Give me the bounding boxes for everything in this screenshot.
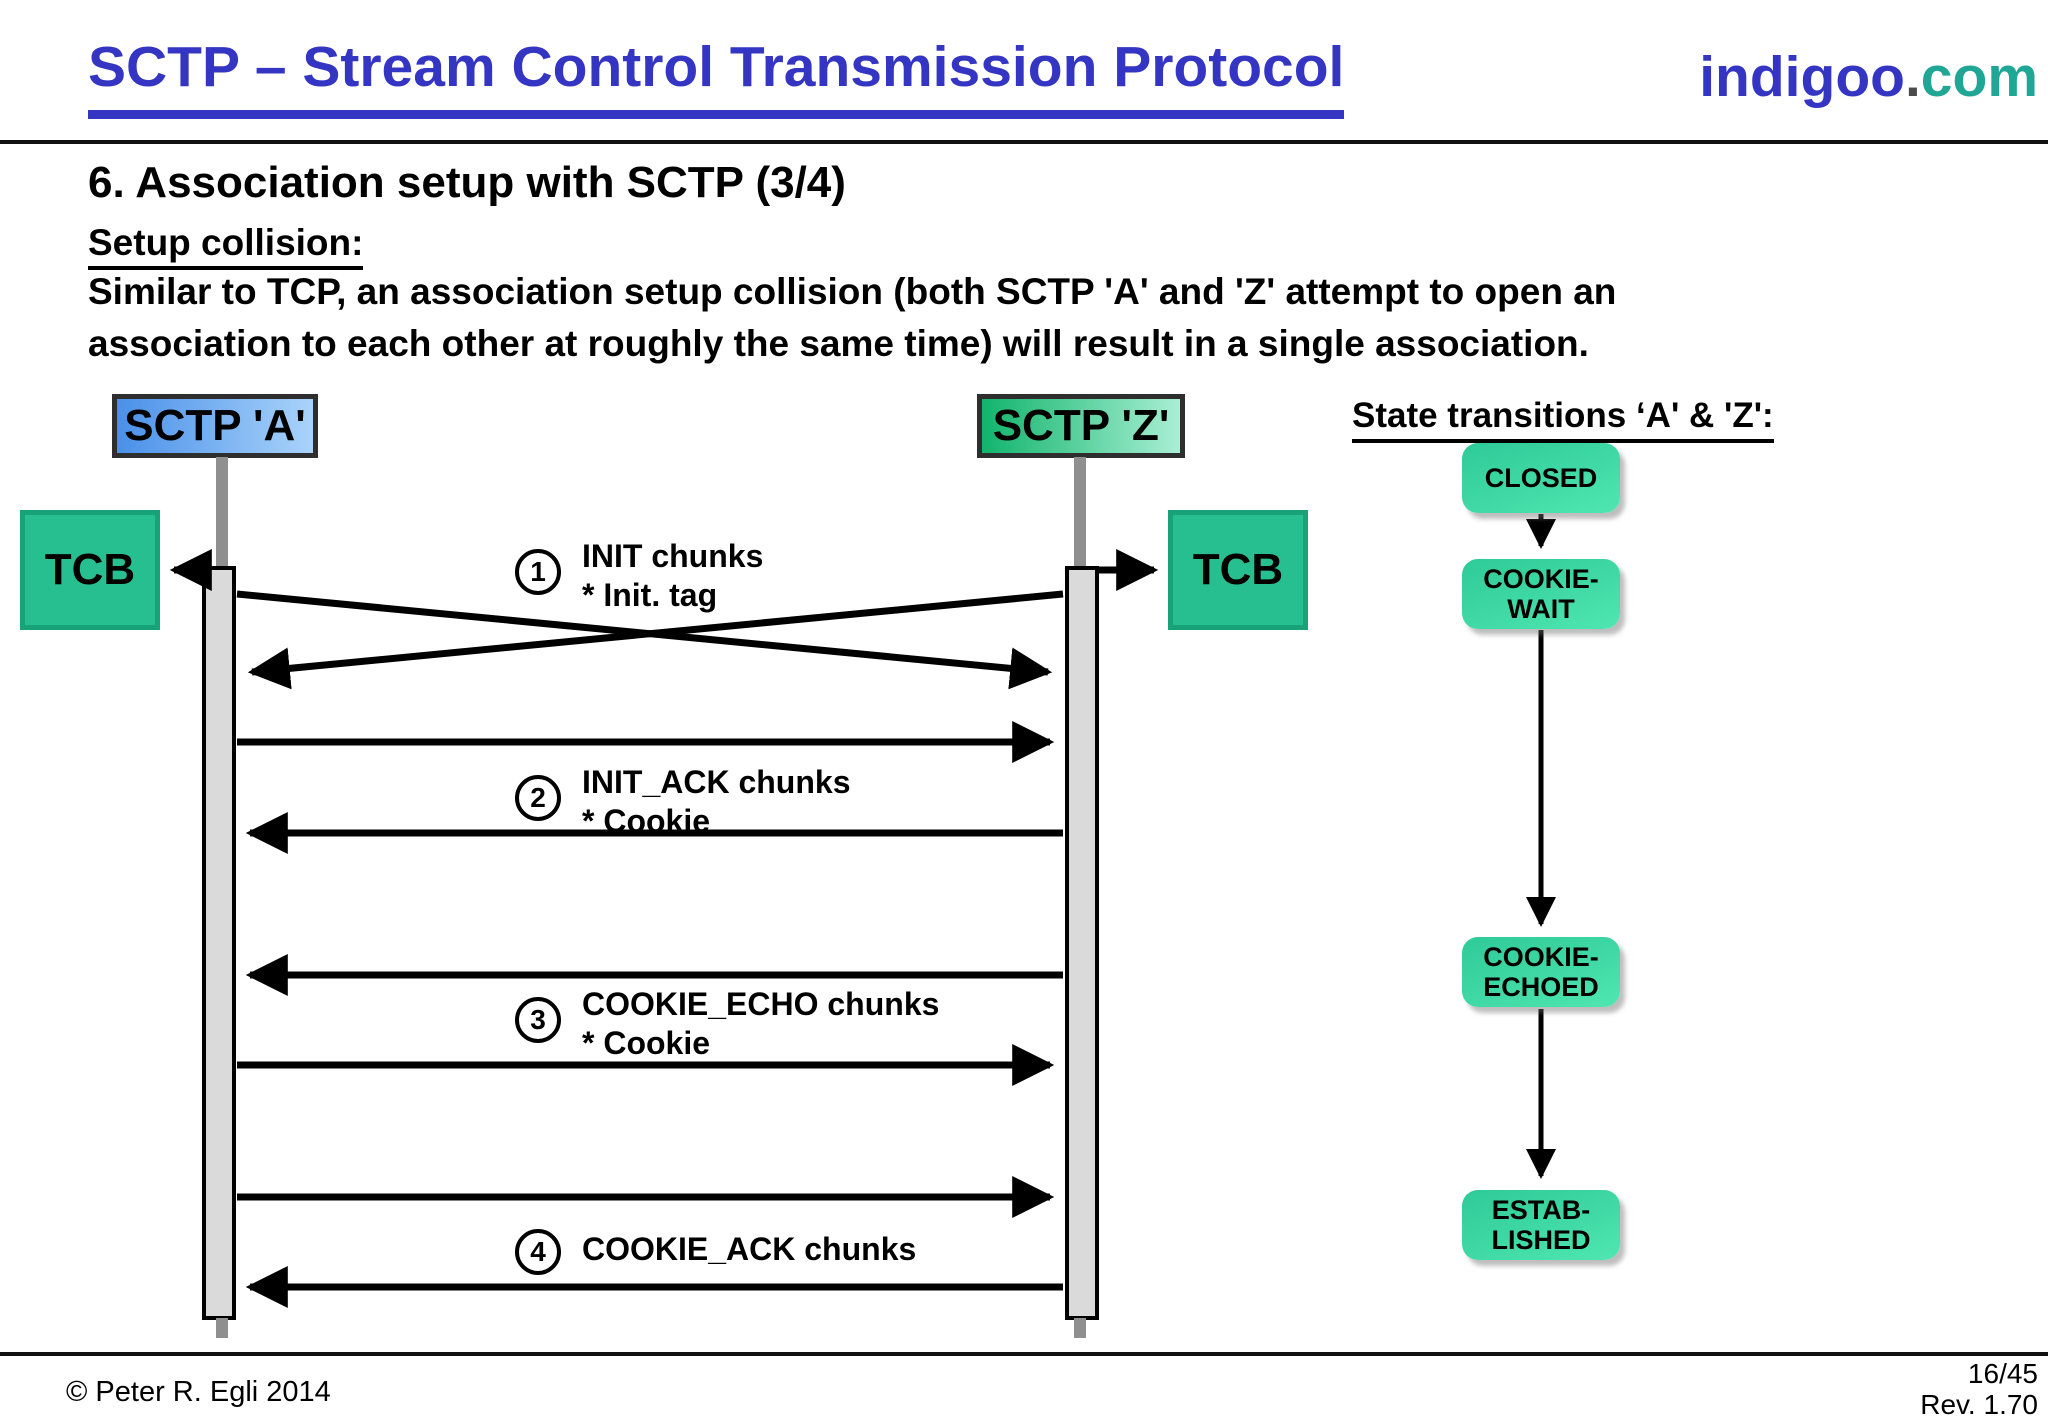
- lifeline-a: [216, 457, 228, 570]
- lifeline-a-stub: [216, 1318, 228, 1338]
- slide-subheading: Setup collision:: [88, 222, 364, 270]
- endpoint-z-box: SCTP 'Z': [977, 394, 1185, 458]
- lifeline-z: [1074, 457, 1086, 570]
- body-text: Similar to TCP, an association setup col…: [88, 266, 1616, 370]
- slide-heading: 6. Association setup with SCTP (3/4): [88, 158, 846, 207]
- brand-logo: indigoo.com: [1699, 44, 2038, 110]
- activation-bar-a: [202, 566, 236, 1320]
- state-transitions-heading: State transitions ‘A' & 'Z':: [1352, 396, 1774, 443]
- body-line-1: Similar to TCP, an association setup col…: [88, 271, 1617, 312]
- lifeline-z-stub: [1074, 1318, 1086, 1338]
- message-2-label: INIT_ACK chunks * Cookie: [582, 764, 851, 839]
- footer-page-number: 16/45: [1967, 1358, 2038, 1389]
- message-1-number: 1: [515, 549, 561, 595]
- body-line-2: association to each other at roughly the…: [88, 323, 1589, 364]
- footer-page-info: 16/45 Rev. 1.70: [1920, 1358, 2038, 1418]
- state-box-cookie-wait: COOKIE- WAIT: [1462, 559, 1620, 629]
- page-title: SCTP – Stream Control Transmission Proto…: [88, 34, 1345, 119]
- tcb-a-box: TCB: [20, 510, 160, 630]
- state-box-established: ESTAB- LISHED: [1462, 1190, 1620, 1260]
- endpoint-a-box: SCTP 'A': [112, 394, 318, 458]
- message-1-label: INIT chunks * Init. tag: [582, 538, 764, 613]
- footer-revision: Rev. 1.70: [1920, 1389, 2038, 1418]
- message-4-label: COOKIE_ACK chunks: [582, 1231, 917, 1267]
- header-divider: [0, 140, 2048, 144]
- message-3-label: COOKIE_ECHO chunks * Cookie: [582, 986, 940, 1061]
- footer-copyright: © Peter R. Egli 2014: [66, 1376, 331, 1408]
- brand-tld: com: [1920, 45, 2038, 109]
- message-2-number: 2: [515, 775, 561, 821]
- brand-name: indigoo: [1699, 45, 1905, 109]
- state-box-closed: CLOSED: [1462, 443, 1620, 513]
- tcb-z-box: TCB: [1168, 510, 1308, 630]
- message-4-number: 4: [515, 1229, 561, 1275]
- activation-bar-z: [1065, 566, 1099, 1320]
- state-box-cookie-echoed: COOKIE- ECHOED: [1462, 937, 1620, 1007]
- brand-dot: .: [1904, 45, 1921, 109]
- message-3-number: 3: [515, 997, 561, 1043]
- footer-divider: [0, 1352, 2048, 1356]
